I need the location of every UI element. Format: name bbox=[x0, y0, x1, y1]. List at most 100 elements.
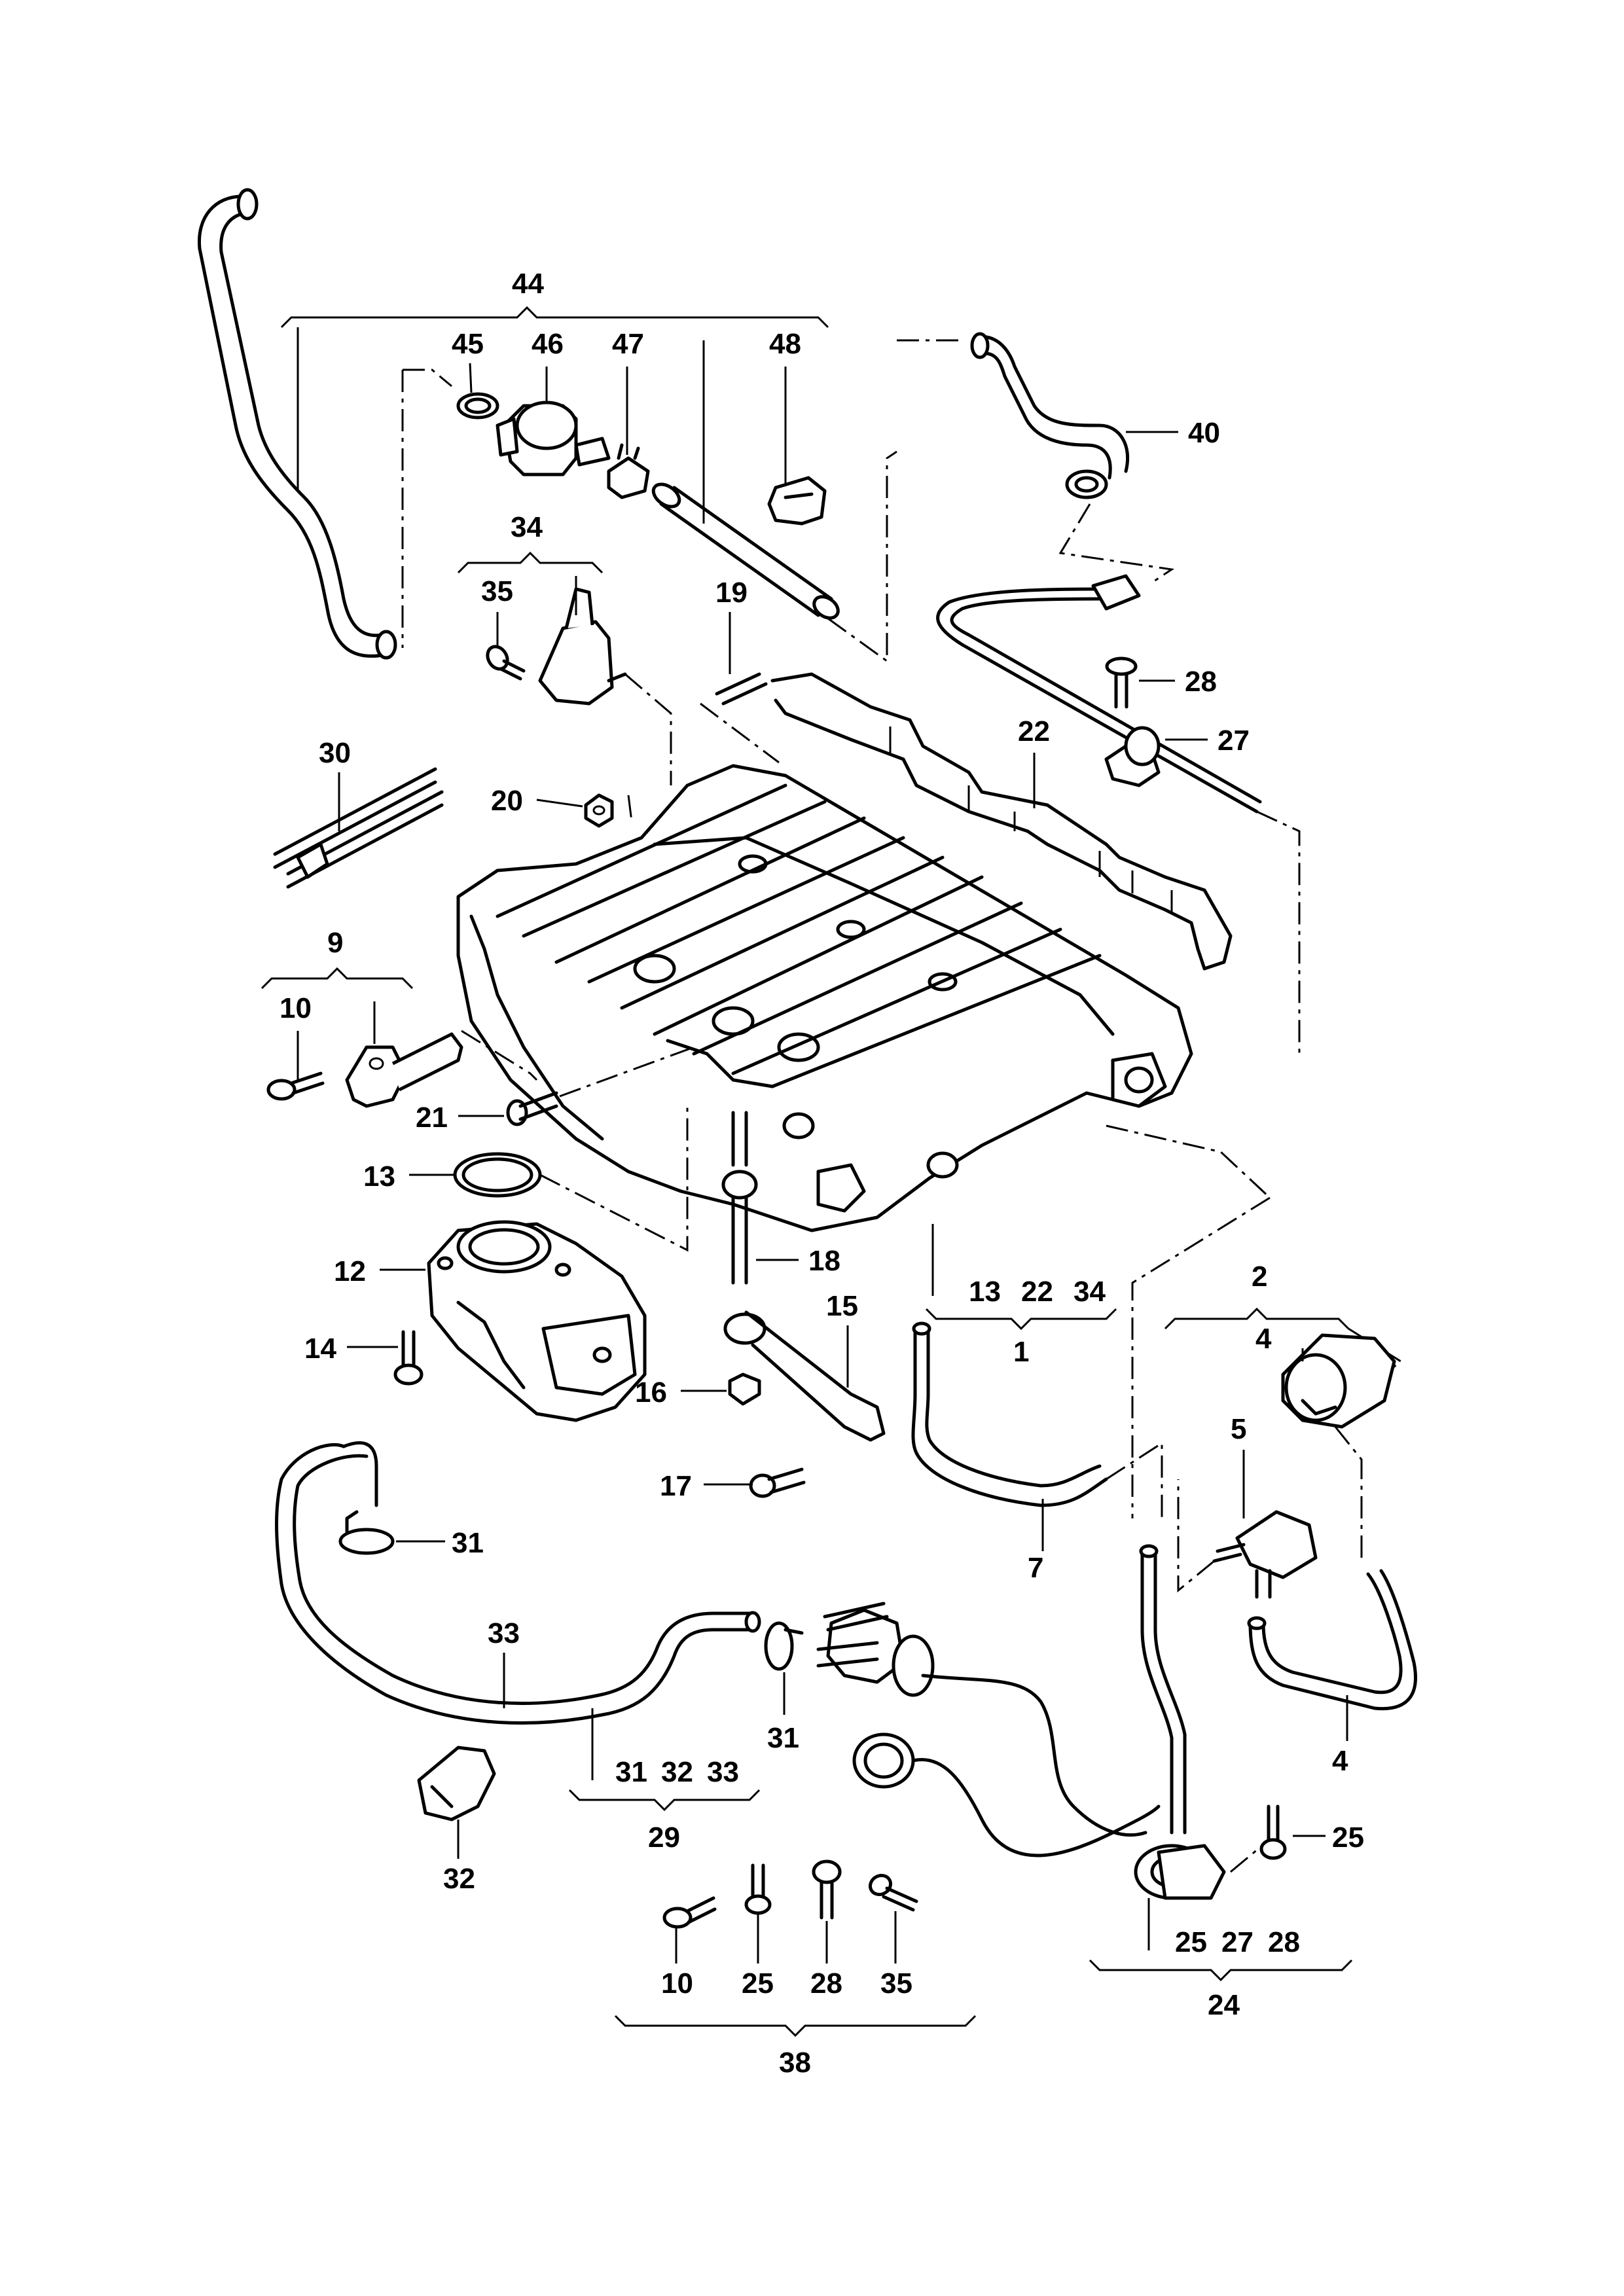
hose-4-bottom bbox=[1247, 1569, 1417, 1711]
callout-13: 13 bbox=[363, 1160, 395, 1193]
callout-34: 34 bbox=[511, 511, 543, 543]
bracket-48 bbox=[767, 476, 827, 526]
callout-33: 33 bbox=[488, 1617, 520, 1649]
callout-27-group24: 27 bbox=[1221, 1926, 1254, 1958]
callout-2: 2 bbox=[1252, 1261, 1267, 1293]
sensor-34 bbox=[538, 587, 627, 706]
bracket-15 bbox=[723, 1310, 886, 1442]
callout-15: 15 bbox=[826, 1290, 858, 1322]
short-hose-44 bbox=[651, 482, 840, 620]
callout-31-upper: 31 bbox=[452, 1527, 484, 1559]
stud-19 bbox=[715, 672, 768, 706]
callout-44: 44 bbox=[512, 268, 544, 300]
callout-48: 48 bbox=[769, 328, 801, 360]
bracket-44 bbox=[280, 306, 829, 524]
throttle-body-12 bbox=[427, 1220, 647, 1422]
pipe-7 bbox=[911, 1321, 1108, 1507]
callout-14: 14 bbox=[304, 1333, 336, 1365]
clamp-45 bbox=[456, 392, 499, 420]
callout-24: 24 bbox=[1208, 1989, 1240, 2021]
screw-10-bottom bbox=[662, 1896, 717, 1929]
valve-4-top bbox=[1281, 1333, 1396, 1429]
clip-32 bbox=[417, 1746, 496, 1821]
holder-27-top bbox=[1104, 726, 1161, 787]
nut-20 bbox=[584, 793, 614, 828]
screw-28-top bbox=[1105, 656, 1138, 709]
screw-35-bottom bbox=[868, 1873, 918, 1912]
callout-12: 12 bbox=[334, 1255, 366, 1287]
sensor-9 bbox=[345, 1032, 463, 1108]
callout-16: 16 bbox=[635, 1376, 667, 1408]
callout-28-bottom: 28 bbox=[810, 1967, 842, 2000]
nut-16 bbox=[728, 1372, 761, 1406]
callout-1: 1 bbox=[1013, 1336, 1029, 1368]
screw-28-bottom bbox=[812, 1859, 842, 1920]
screw-14 bbox=[393, 1330, 424, 1386]
callout-47: 47 bbox=[612, 328, 644, 360]
callout-4-bottom: 4 bbox=[1332, 1745, 1348, 1777]
gasket-22 bbox=[770, 672, 1233, 971]
valve-46 bbox=[496, 401, 611, 476]
bracket-38 bbox=[614, 2015, 977, 2037]
callout-31-group29: 31 bbox=[615, 1756, 647, 1788]
callout-38: 38 bbox=[779, 2047, 811, 2079]
screw-35-top bbox=[486, 645, 526, 681]
callout-25-right: 25 bbox=[1332, 1821, 1364, 1854]
callout-7: 7 bbox=[1028, 1552, 1043, 1584]
clamp-31-upper bbox=[338, 1510, 395, 1555]
intake-manifold-1 bbox=[456, 764, 1193, 1232]
callout-5: 5 bbox=[1231, 1413, 1246, 1445]
bracket-29 bbox=[568, 1708, 761, 1812]
callout-4-top: 4 bbox=[1255, 1323, 1272, 1355]
callout-20: 20 bbox=[491, 785, 523, 817]
screw-10-sensor bbox=[266, 1071, 325, 1101]
callout-40: 40 bbox=[1188, 417, 1220, 449]
clip-47 bbox=[607, 443, 650, 499]
callout-35-bottom: 35 bbox=[880, 1967, 912, 2000]
callout-17: 17 bbox=[660, 1470, 692, 1502]
callout-33-group29: 33 bbox=[707, 1756, 739, 1788]
callout-35-top: 35 bbox=[481, 575, 513, 607]
callout-34-group1: 34 bbox=[1074, 1276, 1106, 1308]
hose-33 bbox=[275, 1441, 761, 1725]
callout-25-group24: 25 bbox=[1175, 1926, 1207, 1958]
stud-25-bottom bbox=[744, 1863, 772, 1915]
bracket-1 bbox=[925, 1224, 1117, 1331]
callout-45: 45 bbox=[452, 328, 484, 360]
callout-21: 21 bbox=[416, 1102, 448, 1134]
screw-21 bbox=[506, 1091, 558, 1126]
hose-44 bbox=[197, 188, 397, 660]
strap-30 bbox=[273, 767, 444, 889]
callout-28-top: 28 bbox=[1185, 666, 1217, 698]
callout-13-group1: 13 bbox=[969, 1276, 1001, 1308]
callout-18: 18 bbox=[808, 1245, 840, 1277]
callout-32: 32 bbox=[443, 1863, 475, 1895]
callout-10-bottom: 10 bbox=[661, 1967, 693, 2000]
bracket-24 bbox=[1089, 1959, 1353, 1982]
clamp-31-lower bbox=[764, 1621, 804, 1671]
hose-40 bbox=[970, 332, 1130, 499]
callout-22-group1: 22 bbox=[1021, 1276, 1053, 1308]
callout-10-top: 10 bbox=[280, 992, 312, 1024]
oring-13 bbox=[453, 1152, 542, 1198]
sensor-5 bbox=[1212, 1510, 1318, 1599]
mount-18 bbox=[721, 1111, 758, 1285]
screw-17 bbox=[749, 1467, 806, 1498]
callout-19: 19 bbox=[715, 577, 748, 609]
callout-25-bottom: 25 bbox=[742, 1967, 774, 2000]
callout-31-lower: 31 bbox=[767, 1722, 799, 1754]
callout-30: 30 bbox=[319, 737, 351, 769]
callout-28-group24: 28 bbox=[1268, 1926, 1300, 1958]
callout-27-top: 27 bbox=[1218, 725, 1250, 757]
callout-32-group29: 32 bbox=[661, 1756, 693, 1788]
bracket-2 bbox=[1164, 1307, 1350, 1330]
callout-46: 46 bbox=[532, 328, 564, 360]
callout-22: 22 bbox=[1018, 715, 1050, 747]
screw-25-right bbox=[1259, 1804, 1287, 1860]
bracket-34 bbox=[457, 551, 604, 574]
vacuum-line-27 bbox=[936, 574, 1262, 814]
vacuum-assembly-24 bbox=[816, 1544, 1226, 1900]
callout-9: 9 bbox=[327, 927, 343, 959]
